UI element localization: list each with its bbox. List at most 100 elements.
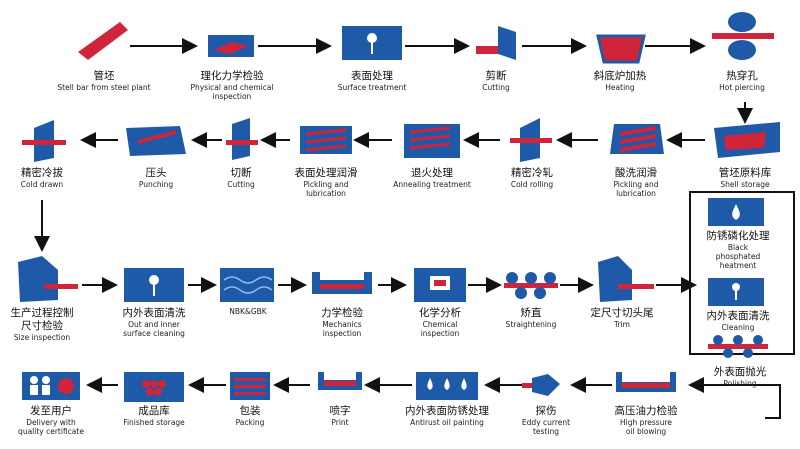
step-hot-piercing: 热穿孔 Hot piercing [719, 70, 765, 92]
nbk-gbk-tank-icon [220, 268, 274, 302]
step-label-cn: 成品库 [138, 405, 170, 417]
step-label-cn: 理化力学检验 [200, 70, 264, 82]
step-label-en: High pressure [619, 418, 673, 427]
step-label-cn: 力学检验 [321, 307, 363, 319]
steel-bar-icon [78, 22, 128, 60]
step-label-cn: 热穿孔 [726, 70, 758, 82]
cold-rolling-icon [510, 118, 552, 162]
step-label-cn: 防锈磷化处理 [706, 230, 770, 242]
shell-storage-icon [714, 122, 780, 158]
arrows-row-4 [86, 377, 781, 419]
step-label-cn: 生产过程控制 [10, 307, 74, 319]
cutting-2-icon [226, 118, 258, 160]
step-label-en: Cutting [482, 83, 510, 92]
cutting-icon [476, 26, 516, 60]
step-label-cn: 矫直 [520, 307, 542, 319]
arrows-row-1 [130, 38, 753, 124]
step-label-en: heatment [719, 261, 757, 270]
heating-furnace-icon [596, 34, 646, 64]
step-label-en: Punching [138, 180, 174, 189]
step-label-cn: 包装 [239, 405, 261, 417]
step-shell-storage: 管坯原料库 Shell storage [719, 167, 772, 189]
step-polishing: 外表面抛光 Polishing [714, 366, 767, 388]
step-label-en: inspection [322, 329, 362, 338]
step-label-en: surface cleaning [123, 329, 185, 338]
oil-blowing-icon [616, 372, 676, 392]
step-print: 喷字 Print [330, 405, 351, 427]
step-label-en: Out and inner [128, 320, 180, 329]
step-cutting-2: 切断 Cutting [227, 167, 254, 189]
step-label-cn: 外表面抛光 [713, 366, 767, 378]
step-label-cn: 喷字 [329, 405, 351, 417]
step-label-en: Print [331, 418, 349, 427]
step-physical-chemical-inspection: 理化力学检验 Physical and chemical inspection [190, 70, 273, 101]
step-label-en: testing [532, 427, 560, 436]
step-trim: 定尺寸切头尾 Trim [591, 307, 654, 329]
lubrication-icon [300, 126, 352, 154]
packing-icon [230, 372, 270, 400]
step-surface-treatment: 表面处理 Surface treatment [338, 70, 407, 92]
step-label-cn: 退火处理 [410, 167, 453, 179]
step-label-en: Cutting [227, 180, 255, 189]
step-label-en: Antirust oil painting [410, 418, 484, 427]
size-inspection-icon [18, 256, 78, 302]
polishing-icon [708, 335, 768, 358]
step-label-en: lubrication [306, 189, 346, 198]
step-label-cn: 管坯 [93, 70, 115, 82]
step-annealing: 退火处理 Annealing treatment [393, 167, 471, 189]
step-straightening: 矫直 Straightening [506, 307, 557, 329]
step-label-en: NBK&GBK [229, 307, 267, 316]
step-label-en: lubrication [616, 189, 656, 198]
step-label-cn: 精密冷轧 [510, 167, 553, 179]
surface-treatment-icon [342, 26, 402, 60]
phosphating-icon [708, 198, 764, 226]
step-label-en: Straightening [505, 320, 557, 329]
step-nbk-gbk: NBK&GBK [229, 307, 266, 316]
step-label-en: Cold rolling [510, 180, 554, 189]
step-label-cn: 化学分析 [419, 307, 461, 319]
step-pickling-lubrication: 酸洗润滑 Pickling and lubrication [613, 167, 658, 198]
step-cold-drawn: 精密冷拔 Cold drawn [21, 167, 63, 189]
step-label-en: Size inspection [13, 333, 71, 342]
straightening-icon [504, 272, 558, 299]
trim-icon [598, 256, 654, 302]
step-label-cn: 内外表面清洗 [122, 307, 186, 319]
annealing-icon [404, 124, 460, 158]
step-label-cn: 表面处理润滑 [294, 167, 358, 179]
step-cleaning: 内外表面清洗 Cleaning [707, 310, 770, 332]
step-label-cn: 发至用户 [29, 405, 72, 417]
mechanics-test-icon [312, 272, 372, 294]
step-label-en: phosphated [715, 252, 761, 261]
step-label-en: Black [727, 243, 749, 252]
step-label-en: inspection [420, 329, 460, 338]
step-heating: 斜底炉加热 Heating [594, 70, 647, 92]
step-eddy-current-testing: 探伤 Eddy current testing [522, 405, 570, 436]
step-label-en: Delivery with [26, 418, 76, 427]
step-label-cn: 高压油力检验 [614, 405, 678, 417]
step-label-en: Stell bar from steel plant [57, 83, 151, 92]
step-label-cn: 管坯原料库 [718, 167, 772, 179]
step-label-cn: 精密冷拔 [20, 167, 63, 179]
step-label-en: Pickling and [613, 180, 659, 189]
step-label-en: Eddy current [521, 418, 571, 427]
step-label-cn: 定尺寸切头尾 [590, 307, 654, 319]
step-steel-bar: 管坯 Stell bar from steel plant [57, 70, 150, 92]
step-label-en: Finished storage [123, 418, 185, 427]
step-packing: 包装 Packing [236, 405, 265, 427]
step-mechanics-inspection: 力学检验 Mechanics inspection [321, 307, 363, 338]
cleaning-icon [124, 268, 184, 302]
hot-piercing-icon [712, 12, 774, 60]
step-label-cn: 尺寸检验 [21, 320, 63, 332]
step-label-cn: 内外表面防锈处理 [405, 405, 489, 417]
step-label-cn: 表面处理 [351, 70, 393, 82]
step-black-phosphating: 防锈磷化处理 Black phosphated heatment [707, 230, 770, 270]
step-label-en: Surface treatment [337, 83, 407, 92]
step-label-en: quality certificate [18, 427, 84, 436]
step-label-cn: 内外表面清洗 [706, 310, 770, 322]
step-label-cn: 斜底炉加热 [593, 70, 647, 82]
step-oil-blowing: 高压油力检验 High pressure oil blowing [615, 405, 678, 436]
polishing-group-frame [689, 191, 795, 355]
step-label-en: Mechanics [322, 320, 362, 329]
cleaning-2-icon [708, 278, 764, 306]
step-punching: 压头 Punching [139, 167, 173, 189]
